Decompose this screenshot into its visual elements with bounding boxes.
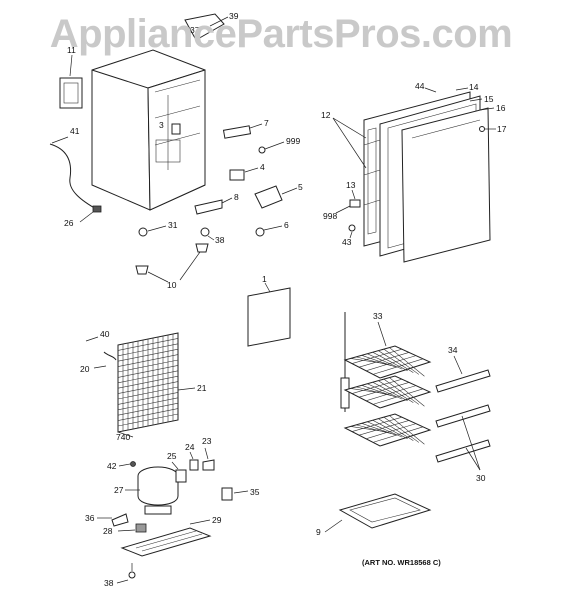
base-plate-part [120, 527, 212, 557]
control-box-part [59, 77, 83, 109]
manual-part [247, 287, 291, 347]
condenser-part [117, 332, 179, 433]
callout-998: 998 [323, 211, 338, 221]
callout-12: 12 [321, 110, 331, 120]
top-hinge-part [184, 13, 225, 41]
callout-26: 26 [64, 218, 74, 228]
callout-30: 30 [476, 473, 486, 483]
callout-3: 3 [159, 120, 164, 130]
callout-10: 10 [167, 280, 177, 290]
callout-29: 29 [212, 515, 222, 525]
evaporator-part [340, 312, 432, 447]
compressor-part [137, 466, 179, 515]
callout-17: 17 [497, 124, 507, 134]
drip-tray-part [338, 493, 432, 529]
relay-part [254, 185, 283, 209]
callout-44: 44 [415, 81, 425, 91]
callout-11: 11 [67, 45, 76, 55]
callout-9: 9 [316, 527, 321, 537]
callout-25: 25 [167, 451, 177, 461]
callout-23: 23 [202, 436, 212, 446]
callout-16: 16 [496, 103, 506, 113]
callout-42: 42 [107, 461, 117, 471]
callout-4: 4 [260, 162, 265, 172]
callout-31: 31 [168, 220, 178, 230]
callout-27: 27 [114, 485, 124, 495]
callout-740: 740 [116, 432, 131, 442]
callout-14: 14 [469, 82, 479, 92]
callout-37: 37 [190, 25, 200, 35]
callout-13: 13 [346, 180, 356, 190]
callout-36: 36 [85, 513, 95, 523]
art-number: (ART NO. WR18568 C) [362, 558, 441, 567]
callout-33: 33 [373, 311, 383, 321]
callout-1: 1 [262, 274, 267, 284]
door-assembly-part [363, 91, 491, 263]
callout-38-top: 38 [215, 235, 225, 245]
cabinet-part [91, 49, 206, 211]
callout-39: 39 [229, 11, 239, 21]
callout-21: 21 [197, 383, 207, 393]
callout-40: 40 [100, 329, 110, 339]
callout-38-bottom: 38 [104, 578, 114, 588]
callout-5: 5 [298, 182, 303, 192]
callout-6: 6 [284, 220, 289, 230]
callout-35: 35 [250, 487, 260, 497]
callout-28: 28 [103, 526, 113, 536]
callout-999: 999 [286, 136, 301, 146]
callout-15: 15 [484, 94, 494, 104]
callout-24: 24 [185, 442, 195, 452]
power-cord-part [49, 143, 99, 211]
callout-20: 20 [80, 364, 90, 374]
callout-43: 43 [342, 237, 352, 247]
callout-8: 8 [234, 192, 239, 202]
callout-34: 34 [448, 345, 458, 355]
shelf-rails-part [435, 369, 491, 463]
callout-7: 7 [264, 118, 269, 128]
callout-41: 41 [70, 126, 80, 136]
